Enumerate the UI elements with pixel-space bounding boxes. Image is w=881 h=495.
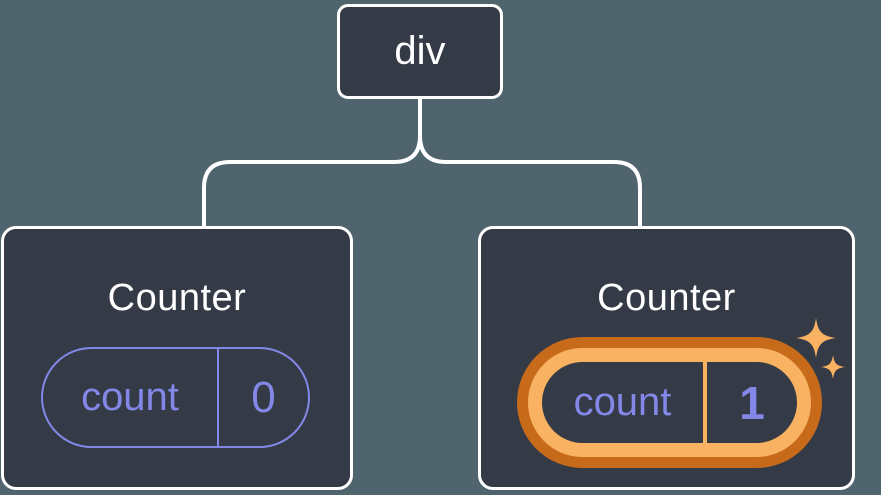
state-key-label: count bbox=[542, 362, 707, 443]
state-value: 0 bbox=[251, 372, 276, 422]
state-value: 1 bbox=[739, 376, 765, 429]
state-pill: count 1 bbox=[542, 362, 797, 443]
state-pill: count 0 bbox=[41, 347, 310, 448]
connector-left-branch bbox=[202, 98, 422, 228]
root-node-label: div bbox=[394, 29, 446, 73]
state-pill-highlight-ring-inner: count 1 bbox=[528, 348, 811, 457]
state-pill-highlight-ring: count 1 bbox=[517, 337, 822, 468]
component-card-counter-left: Counter count 0 bbox=[1, 226, 353, 490]
component-title: Counter bbox=[597, 277, 736, 319]
component-card-counter-right: Counter count 1 bbox=[478, 226, 855, 490]
root-node-div: div bbox=[337, 4, 503, 99]
state-key-label: count bbox=[43, 349, 219, 446]
component-title: Counter bbox=[107, 277, 247, 319]
connector-right-branch bbox=[418, 98, 642, 228]
